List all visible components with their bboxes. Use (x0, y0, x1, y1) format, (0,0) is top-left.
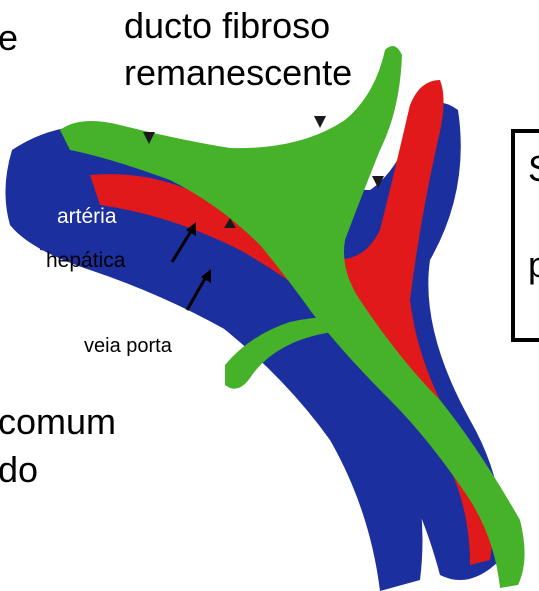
duct-arrowhead (314, 116, 326, 128)
box-fragment-p: p (528, 247, 539, 283)
box-fragment-s: S (528, 151, 539, 187)
do-fragment-text: do (0, 452, 38, 488)
left-fragment-text: e (0, 20, 18, 56)
portal-vein-label: veia porta (84, 336, 172, 356)
common-fragment-text: comum (0, 404, 116, 440)
artery-label-line1: artéria (57, 206, 117, 227)
remnant-label-line1: ducto fibroso (124, 8, 330, 44)
remnant-label-line2: remanescente (124, 55, 352, 91)
artery-label-line2: hepática (46, 250, 125, 271)
